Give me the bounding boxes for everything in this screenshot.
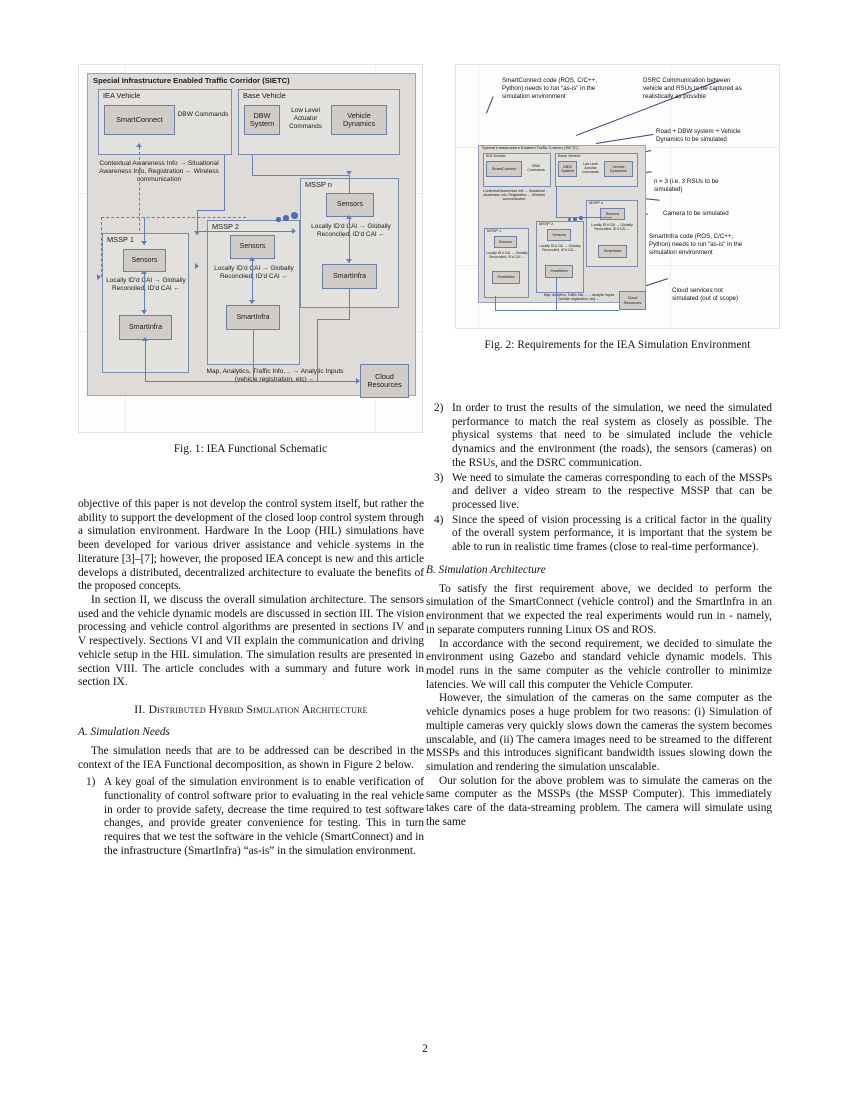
node-smartinfra-n: SmartInfra xyxy=(322,264,377,289)
fig2-node-vehicle-dynamics: Vehicle Dynamics xyxy=(604,161,633,177)
mssp-1-label: MSSP 1 xyxy=(107,235,134,244)
fig2-iea-vehicle-label: IEA Vehicle xyxy=(486,153,506,158)
base-vehicle-label: Base Vehicle xyxy=(243,91,286,100)
requirements-list-left: 1) A key goal of the simulation environm… xyxy=(78,776,424,858)
left-text-column: objective of this paper is not develop t… xyxy=(78,498,424,860)
fig2-node-cloud-resources: Cloud Resources xyxy=(619,291,646,310)
fig2-node-sensors-1: Sensors xyxy=(494,236,517,248)
paragraph: The simulation needs that are to be addr… xyxy=(78,744,424,771)
fig2-label-cai-n: Locally ID'd CAI → Globally Reconciled, … xyxy=(591,223,633,232)
fig2-node-smartinfra-n: SmartInfra xyxy=(598,245,627,258)
fig2-node-dbw-system: DBW System xyxy=(558,161,577,177)
figure-2-canvas: SmartConnect code (ROS, C/C++, Python) n… xyxy=(455,64,781,330)
fig2-label-cloud-link: Map, Analytics, Traffic Info, .. → Analy… xyxy=(543,293,615,302)
figure-2-caption: Fig. 2: Requirements for the IEA Simulat… xyxy=(484,339,751,351)
fig2-label-cai-1: Locally ID'd CAI → Globally Reconciled, … xyxy=(486,251,528,260)
list-item-number: 2) xyxy=(434,402,444,414)
annotation-dsrc-communication: DSRC Communication between vehicle and R… xyxy=(643,77,742,101)
fig2-node-smartconnect: SmartConnect xyxy=(486,161,522,177)
node-smartconnect: SmartConnect xyxy=(104,105,175,135)
label-cloud-link: Map, Analytics, Traffic Info, .. → Analy… xyxy=(206,368,344,384)
annotation-cloud-services: Cloud services not simulated (out of sco… xyxy=(672,287,739,303)
list-item: 2) In order to trust the results of the … xyxy=(426,402,772,471)
label-cai-1: Locally ID'd CAI → Globally Reconciled, … xyxy=(106,277,186,292)
fig2-node-smartinfra-2: SmartInfra xyxy=(545,265,573,278)
list-item: 3) We need to simulate the cameras corre… xyxy=(426,472,772,513)
figures-row: Special Infrastructure Enabled Traffic C… xyxy=(0,0,850,480)
annotation-road-dbw: Road + DBW system + Vehicle Dynamics to … xyxy=(656,128,741,144)
list-item-text: We need to simulate the cameras correspo… xyxy=(452,471,772,512)
fig2-label-low-level-actuator: Low Level Actuator Commands xyxy=(582,162,599,175)
label-cai-2: Locally ID'd CAI → Globally Reconciled, … xyxy=(214,265,294,280)
list-item-text: In order to trust the results of the sim… xyxy=(452,402,772,469)
node-vehicle-dynamics: Vehicle Dynamics xyxy=(331,105,387,135)
iea-vehicle-label: IEA Vehicle xyxy=(103,91,141,100)
fig2-label-contextual: Contextual Awareness Info → Situational … xyxy=(483,189,545,202)
node-sensors-1: Sensors xyxy=(123,249,166,272)
figure-1-canvas: Special Infrastructure Enabled Traffic C… xyxy=(78,64,424,434)
subsection-heading: B. Simulation Architecture xyxy=(426,563,546,576)
fig2-sietc-title: Special Infrastructure Enabled Traffic C… xyxy=(482,145,579,150)
figure-1-caption: Fig. 1: IEA Functional Schematic xyxy=(173,443,328,455)
list-item-text: Since the speed of vision processing is … xyxy=(452,513,772,554)
node-sensors-n: Sensors xyxy=(326,193,374,217)
fig2-node-sensors-2: Sensors xyxy=(547,229,571,241)
fig2-mssp-n-label: MSSP n xyxy=(589,200,604,205)
list-item-number: 1) xyxy=(86,776,96,789)
fig2-base-vehicle-label: Base Vehicle xyxy=(558,153,581,158)
mssp-n-label: MSSP n xyxy=(305,180,332,189)
page-number: 2 xyxy=(422,1043,428,1055)
list-item: 4) Since the speed of vision processing … xyxy=(426,514,772,555)
annotation-camera: Camera to be simulated xyxy=(663,210,729,217)
fig2-label-dbw-commands: DBW Commands xyxy=(527,164,545,173)
figure-1: Special Infrastructure Enabled Traffic C… xyxy=(78,64,424,455)
figure-2: SmartConnect code (ROS, C/C++, Python) n… xyxy=(455,64,781,351)
node-cloud-resources: Cloud Resources xyxy=(360,364,409,398)
label-dbw-commands: DBW Commands xyxy=(177,111,229,118)
requirements-list-right: 2) In order to trust the results of the … xyxy=(426,402,772,555)
section-heading: II. Distributed Hybrid Simulation Archit… xyxy=(134,703,368,717)
label-cai-n: Locally ID'd CAI → Globally Reconciled, … xyxy=(311,223,391,238)
paragraph: objective of this paper is not develop t… xyxy=(78,498,424,593)
fig2-mssp-2-label: MSSP 2 xyxy=(539,221,554,226)
fig2-label-cai-2: Locally ID'd CAI → Globally Reconciled, … xyxy=(539,244,581,253)
paragraph: Our solution for the above problem was t… xyxy=(426,774,772,828)
node-smartinfra-2: SmartInfra xyxy=(226,305,280,330)
annotation-n-equals-3: n = 3 (i.e. 3 RSUs to be simulated) xyxy=(654,178,719,194)
mssp-2-label: MSSP 2 xyxy=(212,222,239,231)
list-item-number: 4) xyxy=(434,513,444,526)
label-low-level-actuator: Low Level Actuator Commands xyxy=(289,107,322,130)
label-contextual-awareness: Contextual Awareness Info → Situational … xyxy=(99,160,219,184)
right-text-column: 2) In order to trust the results of the … xyxy=(426,398,772,830)
fig2-mssp-1-label: MSSP 1 xyxy=(487,228,502,233)
node-dbw-system: DBW System xyxy=(244,105,280,135)
sietc-title: Special Infrastructure Enabled Traffic C… xyxy=(93,76,290,85)
paragraph: However, the simulation of the cameras o… xyxy=(426,692,772,773)
list-item-number: 3) xyxy=(434,471,444,484)
annotation-smartinfra-code: SmartInfra code (ROS, C/C++, Python) nee… xyxy=(649,233,743,257)
fig2-node-smartinfra-1: SmartInfra xyxy=(492,271,520,284)
annotation-smartconnect-code: SmartConnect code (ROS, C/C++, Python) n… xyxy=(502,77,597,101)
paragraph: In section II, we discuss the overall si… xyxy=(78,594,424,689)
list-item-text: A key goal of the simulation environment… xyxy=(104,776,424,857)
node-sensors-2: Sensors xyxy=(230,235,275,259)
paragraph: To satisfy the first requirement above, … xyxy=(426,582,772,636)
subsection-heading: A. Simulation Needs xyxy=(78,726,170,739)
list-item: 1) A key goal of the simulation environm… xyxy=(78,776,424,858)
paragraph: In accordance with the second requiremen… xyxy=(426,637,772,691)
